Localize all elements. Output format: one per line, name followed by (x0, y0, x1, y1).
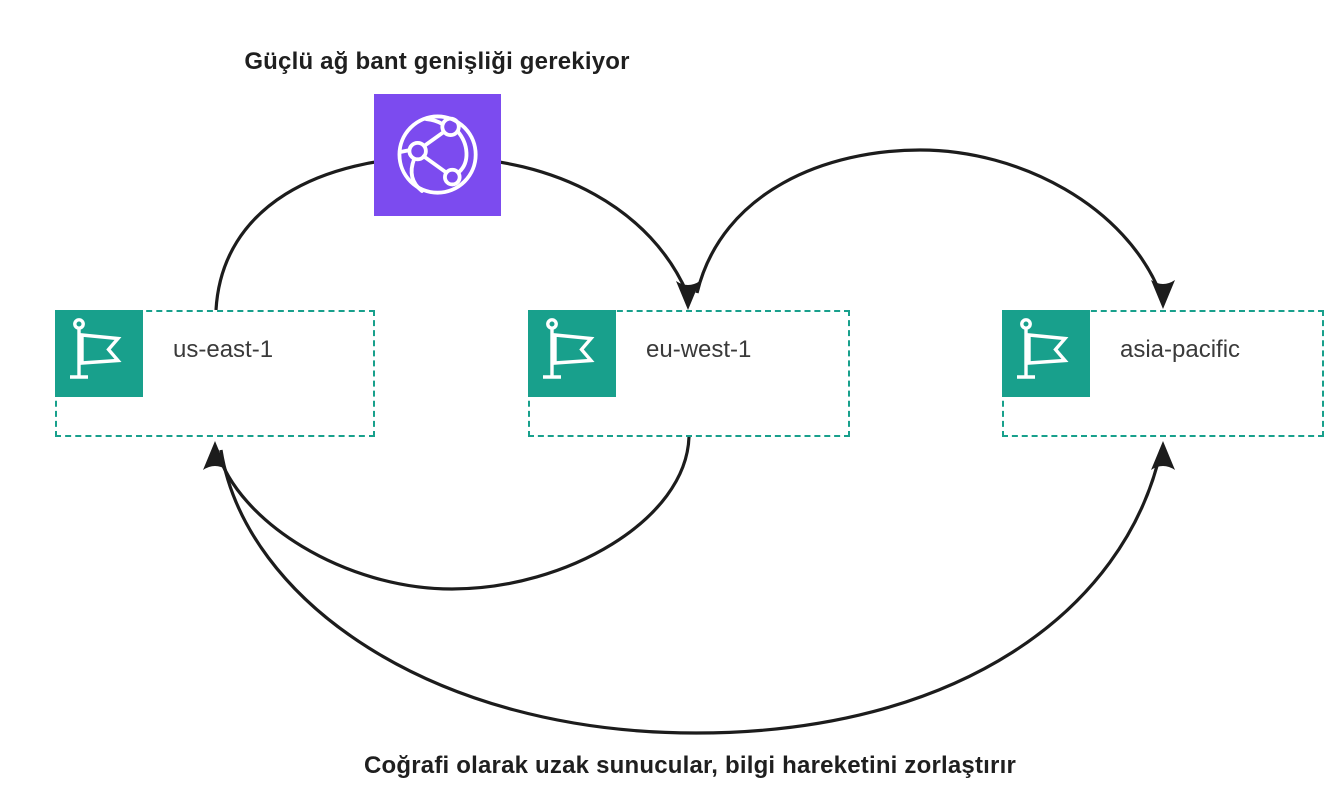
bottom-caption: Coğrafi olarak uzak sunucular, bilgi har… (364, 752, 1016, 779)
flag-icon (1016, 317, 1069, 379)
region-flag-badge (54, 309, 143, 397)
flag-icon (69, 317, 122, 379)
globe-network-icon (397, 114, 478, 195)
arrowhead-into-us-east-bottom (203, 441, 227, 470)
region-label-eu-west-1: eu-west-1 (646, 336, 752, 363)
top-caption: Güçlü ağ bant genişliği gerekiyor (244, 48, 630, 75)
flag-icon (542, 317, 595, 379)
arrowhead-into-asia-pacific-top (1151, 280, 1175, 309)
region-label-asia-pacific: asia-pacific (1120, 336, 1241, 363)
region-label-us-east-1: us-east-1 (173, 336, 274, 363)
network-bandwidth-icon (374, 94, 501, 216)
edge-us-east-to-asia-pacific-bottom (219, 449, 1163, 735)
edge-eu-west-to-asia-pacific (695, 148, 1163, 296)
arrowhead-into-eu-west-top (676, 281, 700, 310)
region-flag-badge (527, 309, 616, 397)
region-node-asia-pacific: asia-pacific (1001, 309, 1324, 437)
region-flag-badge (1001, 309, 1090, 397)
arrowhead-into-asia-pacific-bottom (1151, 441, 1175, 470)
region-node-us-east-1: us-east-1 (54, 309, 375, 437)
edge-eu-west-to-us-east (215, 436, 691, 591)
region-node-eu-west-1: eu-west-1 (527, 309, 850, 437)
